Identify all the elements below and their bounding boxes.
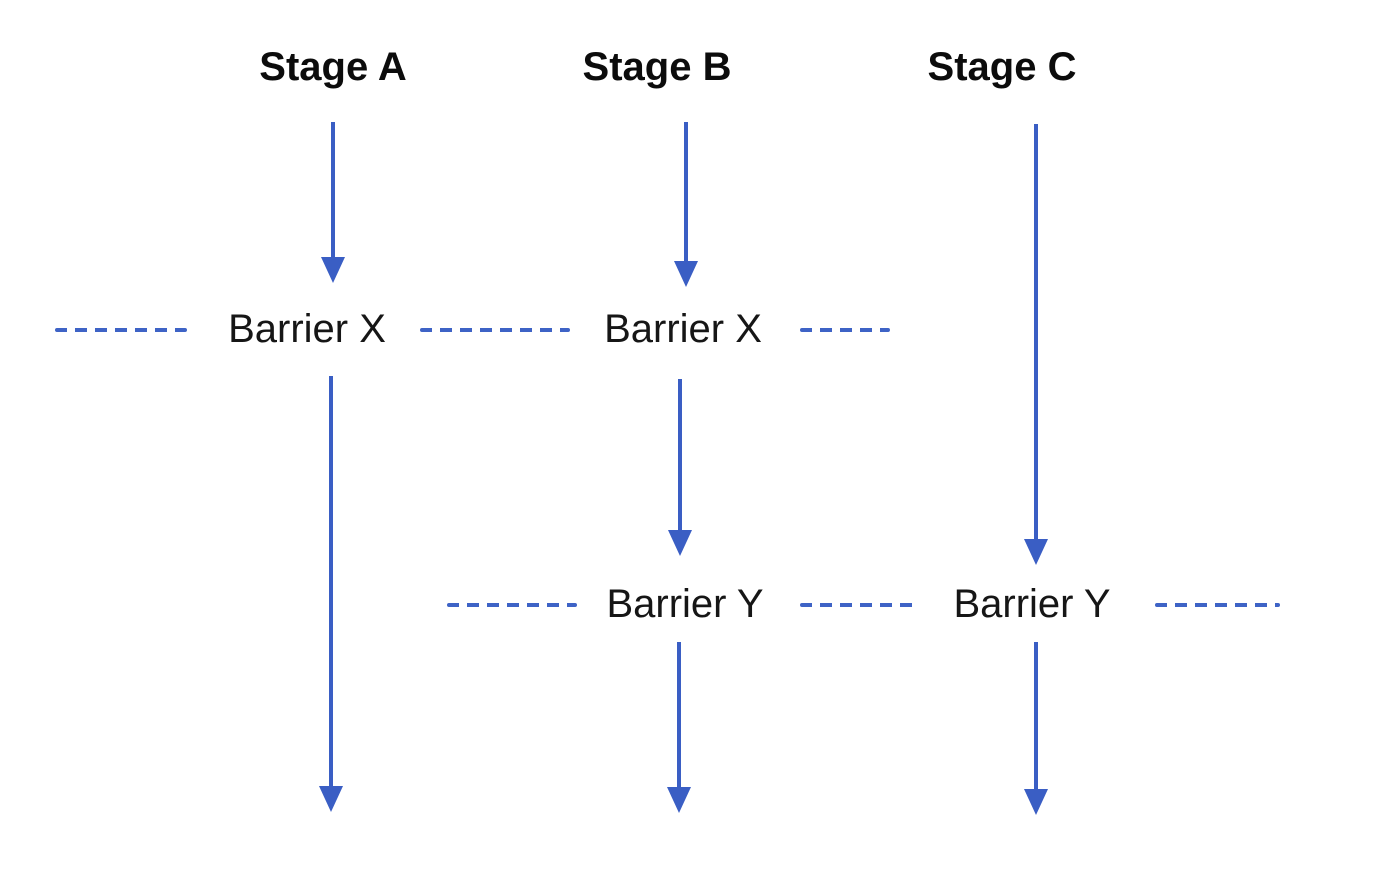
arrow-head-icon — [667, 787, 691, 813]
stage-c-arrow-bottom — [1024, 642, 1048, 815]
stage-b-arrow-middle — [668, 379, 692, 556]
arrow-shaft — [1034, 642, 1038, 793]
stage-c-label: Stage C — [927, 45, 1077, 89]
stage-a-arrow-top — [321, 122, 345, 283]
barrier-x-label-stage-a: Barrier X — [228, 307, 386, 351]
arrow-head-icon — [674, 261, 698, 287]
barrier-y-label-stage-b: Barrier Y — [606, 582, 764, 626]
barrier-y-dash-middle — [800, 603, 920, 607]
stage-b-arrow-top — [674, 122, 698, 287]
barrier-y-label-stage-c: Barrier Y — [953, 582, 1111, 626]
arrow-shaft — [331, 122, 335, 261]
barrier-x-label-stage-b: Barrier X — [604, 307, 762, 351]
stage-b-arrow-bottom — [667, 642, 691, 813]
arrow-shaft — [684, 122, 688, 265]
barrier-x-dash-middle — [420, 328, 570, 332]
barrier-y-dash-right — [1155, 603, 1280, 607]
arrow-shaft — [329, 376, 333, 790]
stage-b-label: Stage B — [582, 45, 732, 89]
arrow-head-icon — [1024, 789, 1048, 815]
stage-a-label: Stage A — [259, 45, 407, 89]
arrow-head-icon — [321, 257, 345, 283]
stage-a-arrow-bottom — [319, 376, 343, 812]
arrow-head-icon — [1024, 539, 1048, 565]
barrier-y-dash-left — [447, 603, 577, 607]
arrow-shaft — [678, 379, 682, 534]
arrow-head-icon — [668, 530, 692, 556]
stage-c-arrow-top — [1024, 124, 1048, 565]
barrier-x-dash-right — [800, 328, 890, 332]
barrier-x-dash-left — [55, 328, 187, 332]
arrow-shaft — [1034, 124, 1038, 543]
arrow-head-icon — [319, 786, 343, 812]
arrow-shaft — [677, 642, 681, 791]
